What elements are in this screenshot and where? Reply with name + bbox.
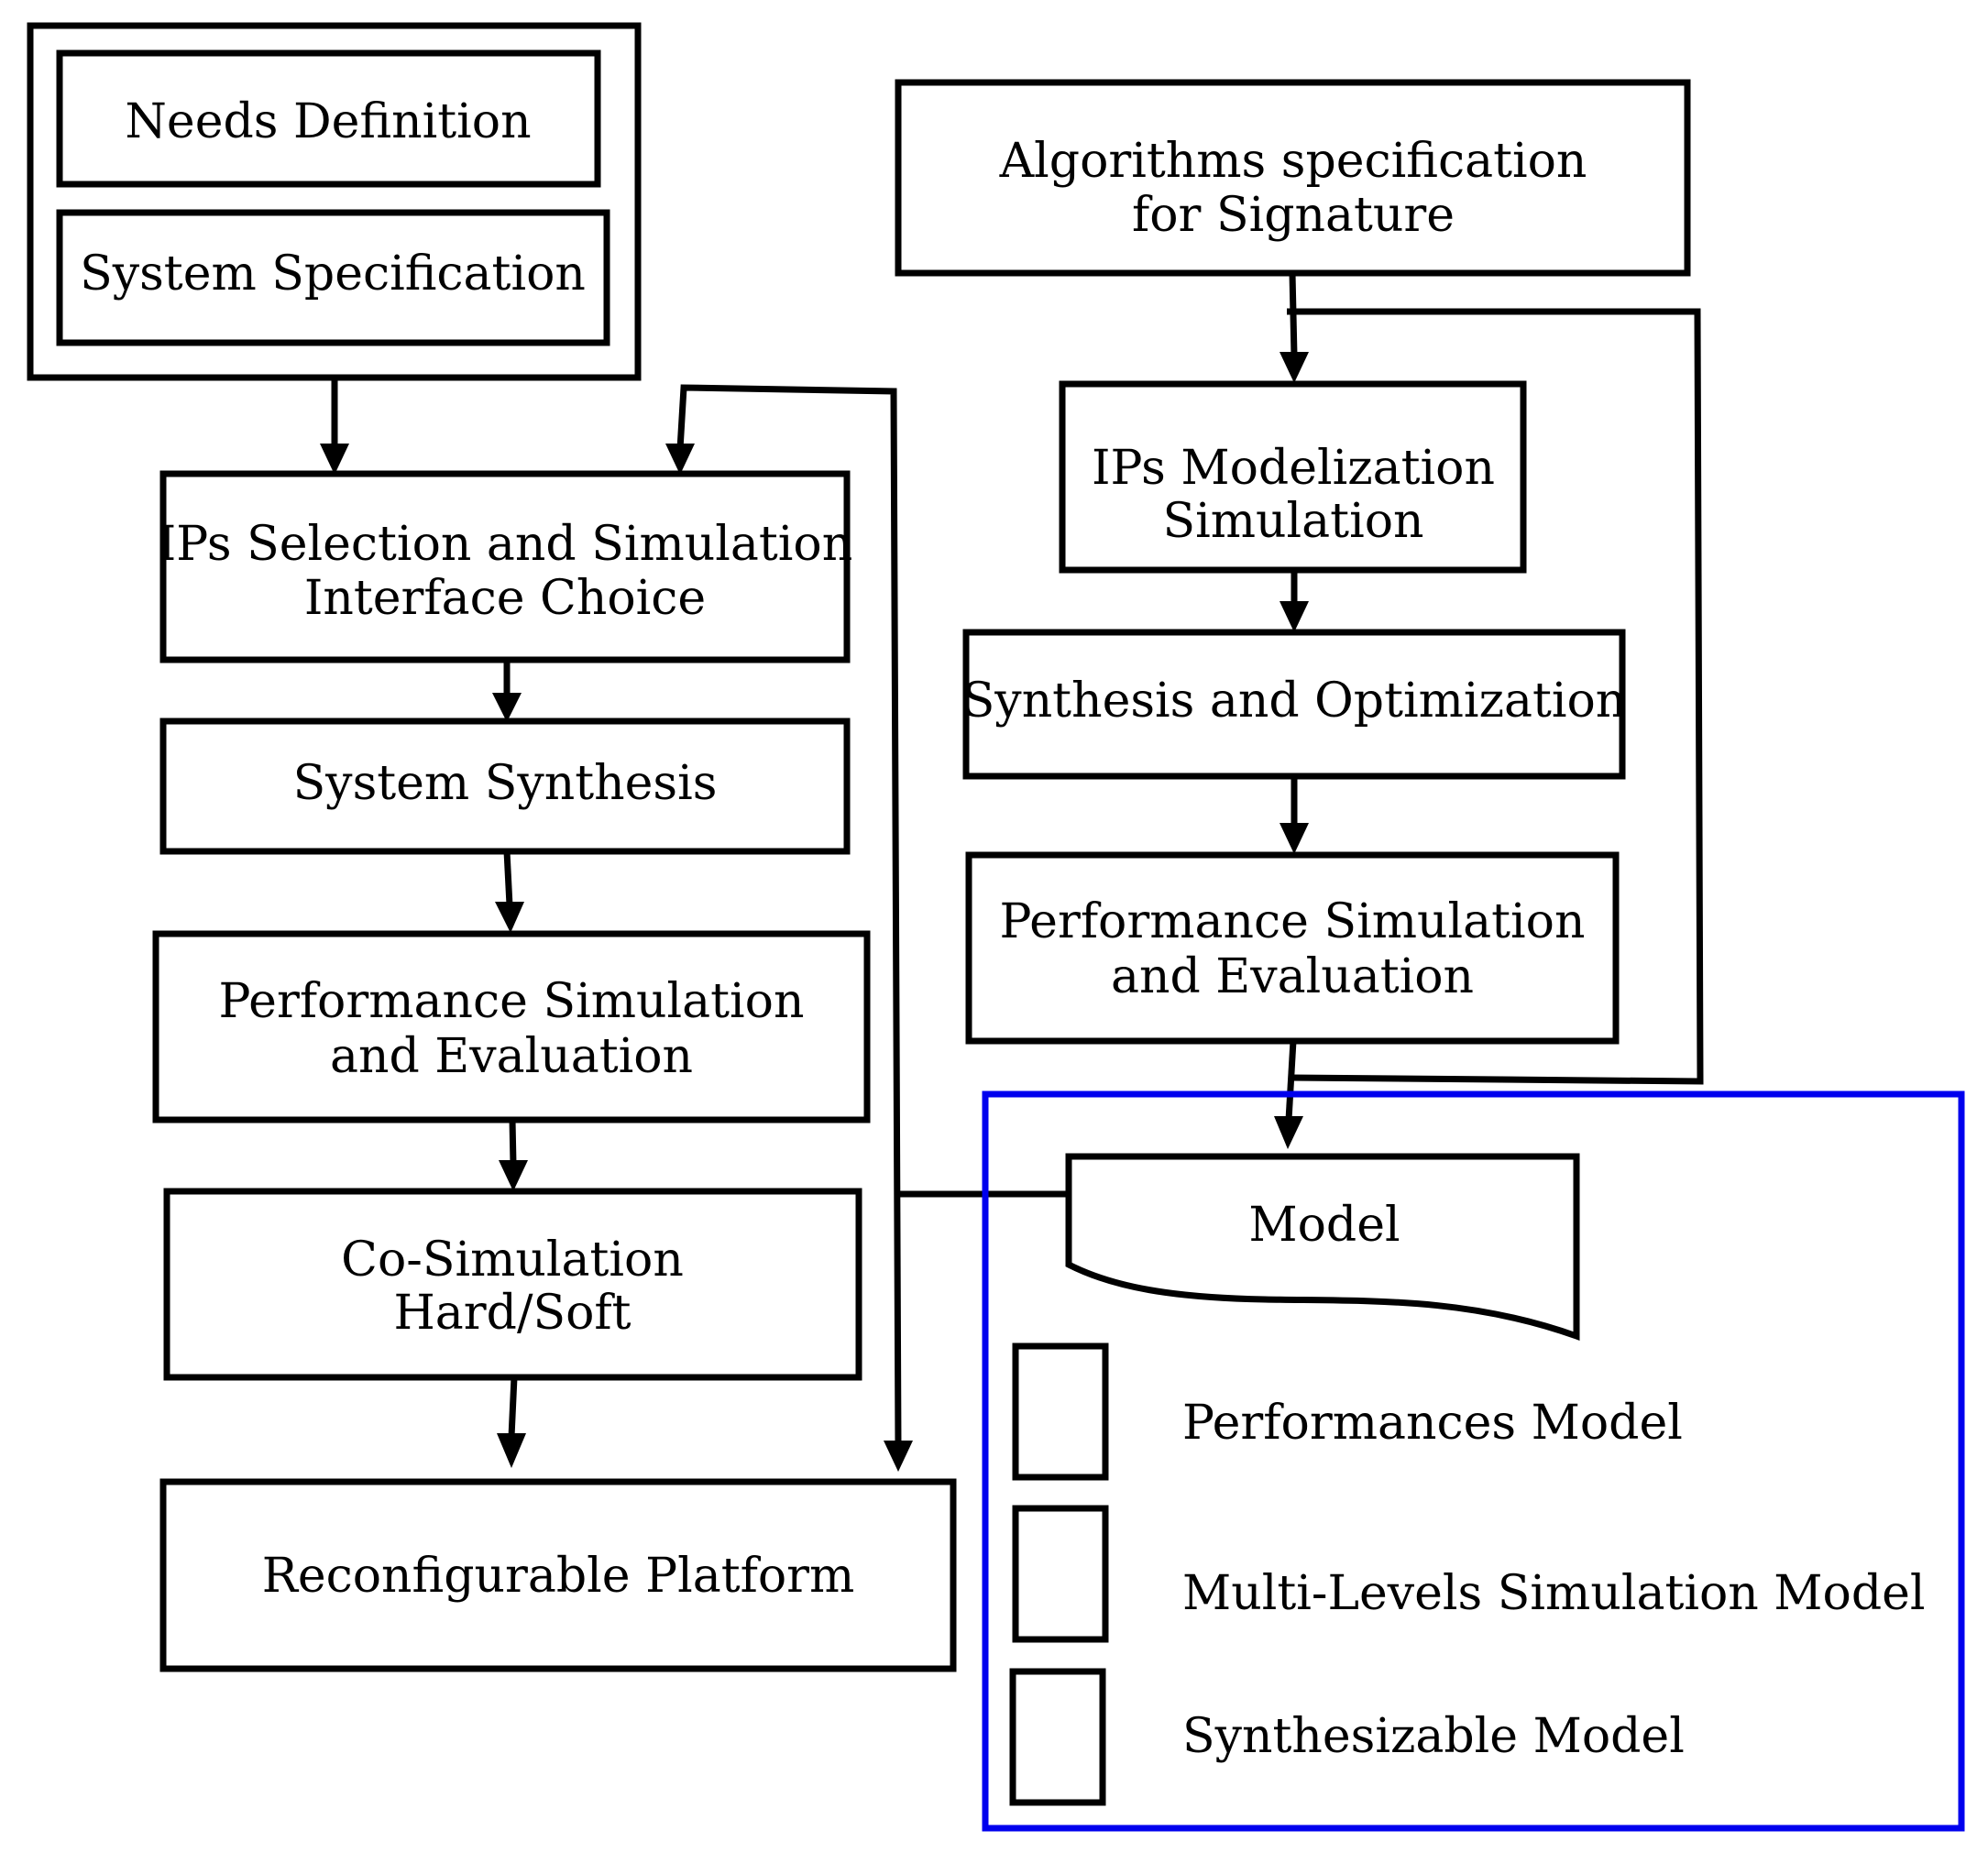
- system-specification-box: [56, 209, 610, 346]
- performances-model-label: Performances Model: [1182, 1396, 1683, 1451]
- cosim-label-line2: Hard/Soft: [393, 1286, 631, 1341]
- iteration-loop-line: [1287, 308, 1704, 1085]
- arrowhead-performance-to-model: [1274, 1116, 1303, 1149]
- arrow-performance-to-model: [1285, 1040, 1297, 1121]
- arrowhead-optimization-to-performance: [1280, 823, 1309, 854]
- needs-definition-box: [56, 49, 601, 188]
- arrowhead-ips-selection-to-synthesis: [492, 693, 522, 722]
- platform-box: [159, 1478, 957, 1672]
- arrowhead-ips-model-to-optimization: [1280, 601, 1309, 632]
- needs-definition-label: Needs Definition: [125, 94, 531, 149]
- system-specification-label: System Specification: [80, 247, 586, 301]
- multi-levels-model-swatch: [1012, 1505, 1109, 1643]
- optimization-box: [962, 629, 1626, 780]
- model-label: Model: [1248, 1198, 1400, 1253]
- ips-model-label-line2: Simulation: [1162, 494, 1423, 549]
- cosim-label-line1: Co-Simulation: [341, 1233, 684, 1288]
- feedback-to-ips-selection-line: [676, 384, 902, 1449]
- arrowhead-performance-to-cosim: [499, 1160, 528, 1191]
- system-synthesis-label: System Synthesis: [293, 756, 718, 811]
- platform-label: Reconfigurable Platform: [262, 1549, 855, 1604]
- ips-selection-label-line2: Interface Choice: [304, 571, 706, 626]
- arrowhead-cosim-to-platform: [497, 1433, 526, 1468]
- right-performance-label-line1: Performance Simulation: [1000, 894, 1586, 949]
- algorithms-label-line1: Algorithms specification: [999, 134, 1587, 189]
- synthesizable-model-swatch: [1009, 1668, 1106, 1806]
- multi-levels-model-label: Multi-Levels Simulation Model: [1182, 1566, 1926, 1621]
- arrowhead-synthesis-to-performance: [495, 902, 524, 933]
- ips-model-box: [1059, 380, 1527, 574]
- ips-selection-box: [159, 470, 851, 663]
- optimization-label: Synthesis and Optimization: [962, 674, 1627, 729]
- left-performance-box: [152, 930, 871, 1123]
- arrow-synthesis-to-performance: [503, 850, 513, 906]
- left-performance-label-line2: and Evaluation: [330, 1029, 693, 1084]
- arrowhead-requirements-to-ips-selection: [320, 444, 349, 475]
- performances-model-swatch: [1012, 1342, 1109, 1481]
- cosim-box: [163, 1188, 862, 1381]
- arrow-cosim-to-platform: [508, 1376, 518, 1438]
- legend-frame: [982, 1090, 1965, 1832]
- right-performance-label-line2: and Evaluation: [1111, 949, 1474, 1004]
- arrowhead-algorithms-to-ips-model: [1280, 352, 1309, 383]
- algorithms-label-line2: for Signature: [1132, 188, 1455, 243]
- feedback-arrowhead-to-ips-selection: [665, 444, 695, 475]
- synthesizable-model-label: Synthesizable Model: [1182, 1709, 1685, 1764]
- left-performance-label-line1: Performance Simulation: [219, 974, 805, 1029]
- feedback-arrowhead-to-platform: [884, 1441, 913, 1472]
- ips-selection-label-line1: IPs Selection and Simulation: [158, 517, 852, 572]
- arrow-performance-to-cosim: [509, 1119, 517, 1165]
- model-document-shape: [1065, 1153, 1580, 1341]
- system-synthesis-box: [159, 718, 851, 855]
- ips-model-label-line1: IPs Modelization: [1092, 441, 1495, 496]
- algorithms-box: [895, 79, 1691, 277]
